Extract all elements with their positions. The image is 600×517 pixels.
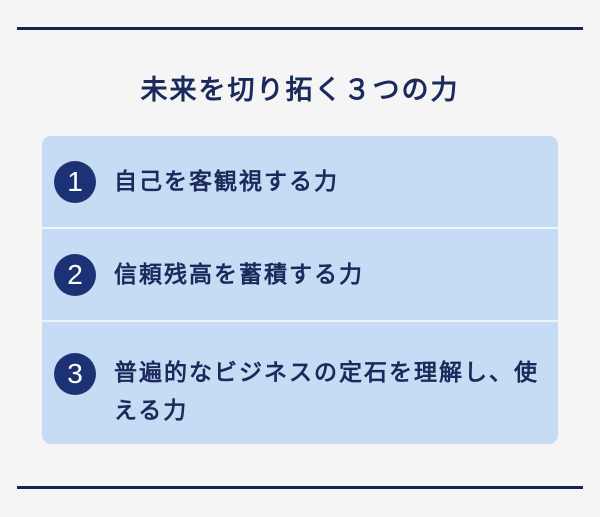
number-badge-icon: 2 <box>54 254 96 296</box>
section-title: 未来を切り拓く３つの力 <box>140 75 460 106</box>
row-divider <box>42 227 558 229</box>
list-item: 1 自己を客観視する力 <box>42 136 558 227</box>
abilities-card: 1 自己を客観視する力 2 信頼残高を蓄積する力 3 普遍的なビジネスの定石を理… <box>42 136 558 444</box>
bottom-divider-line <box>17 486 583 489</box>
list-item-label: 信頼残高を蓄積する力 <box>114 262 364 288</box>
list-item-label: 自己を客観視する力 <box>114 169 339 195</box>
list-item: 3 普遍的なビジネスの定石を理解し、使える力 <box>42 322 558 444</box>
list-item-label: 普遍的なビジネスの定石を理解し、使える力 <box>114 360 539 424</box>
row-divider <box>42 320 558 322</box>
number-badge-icon: 1 <box>54 161 96 203</box>
number-badge-icon: 3 <box>54 353 96 395</box>
top-divider-line <box>17 27 583 30</box>
list-item: 2 信頼残高を蓄積する力 <box>42 229 558 320</box>
